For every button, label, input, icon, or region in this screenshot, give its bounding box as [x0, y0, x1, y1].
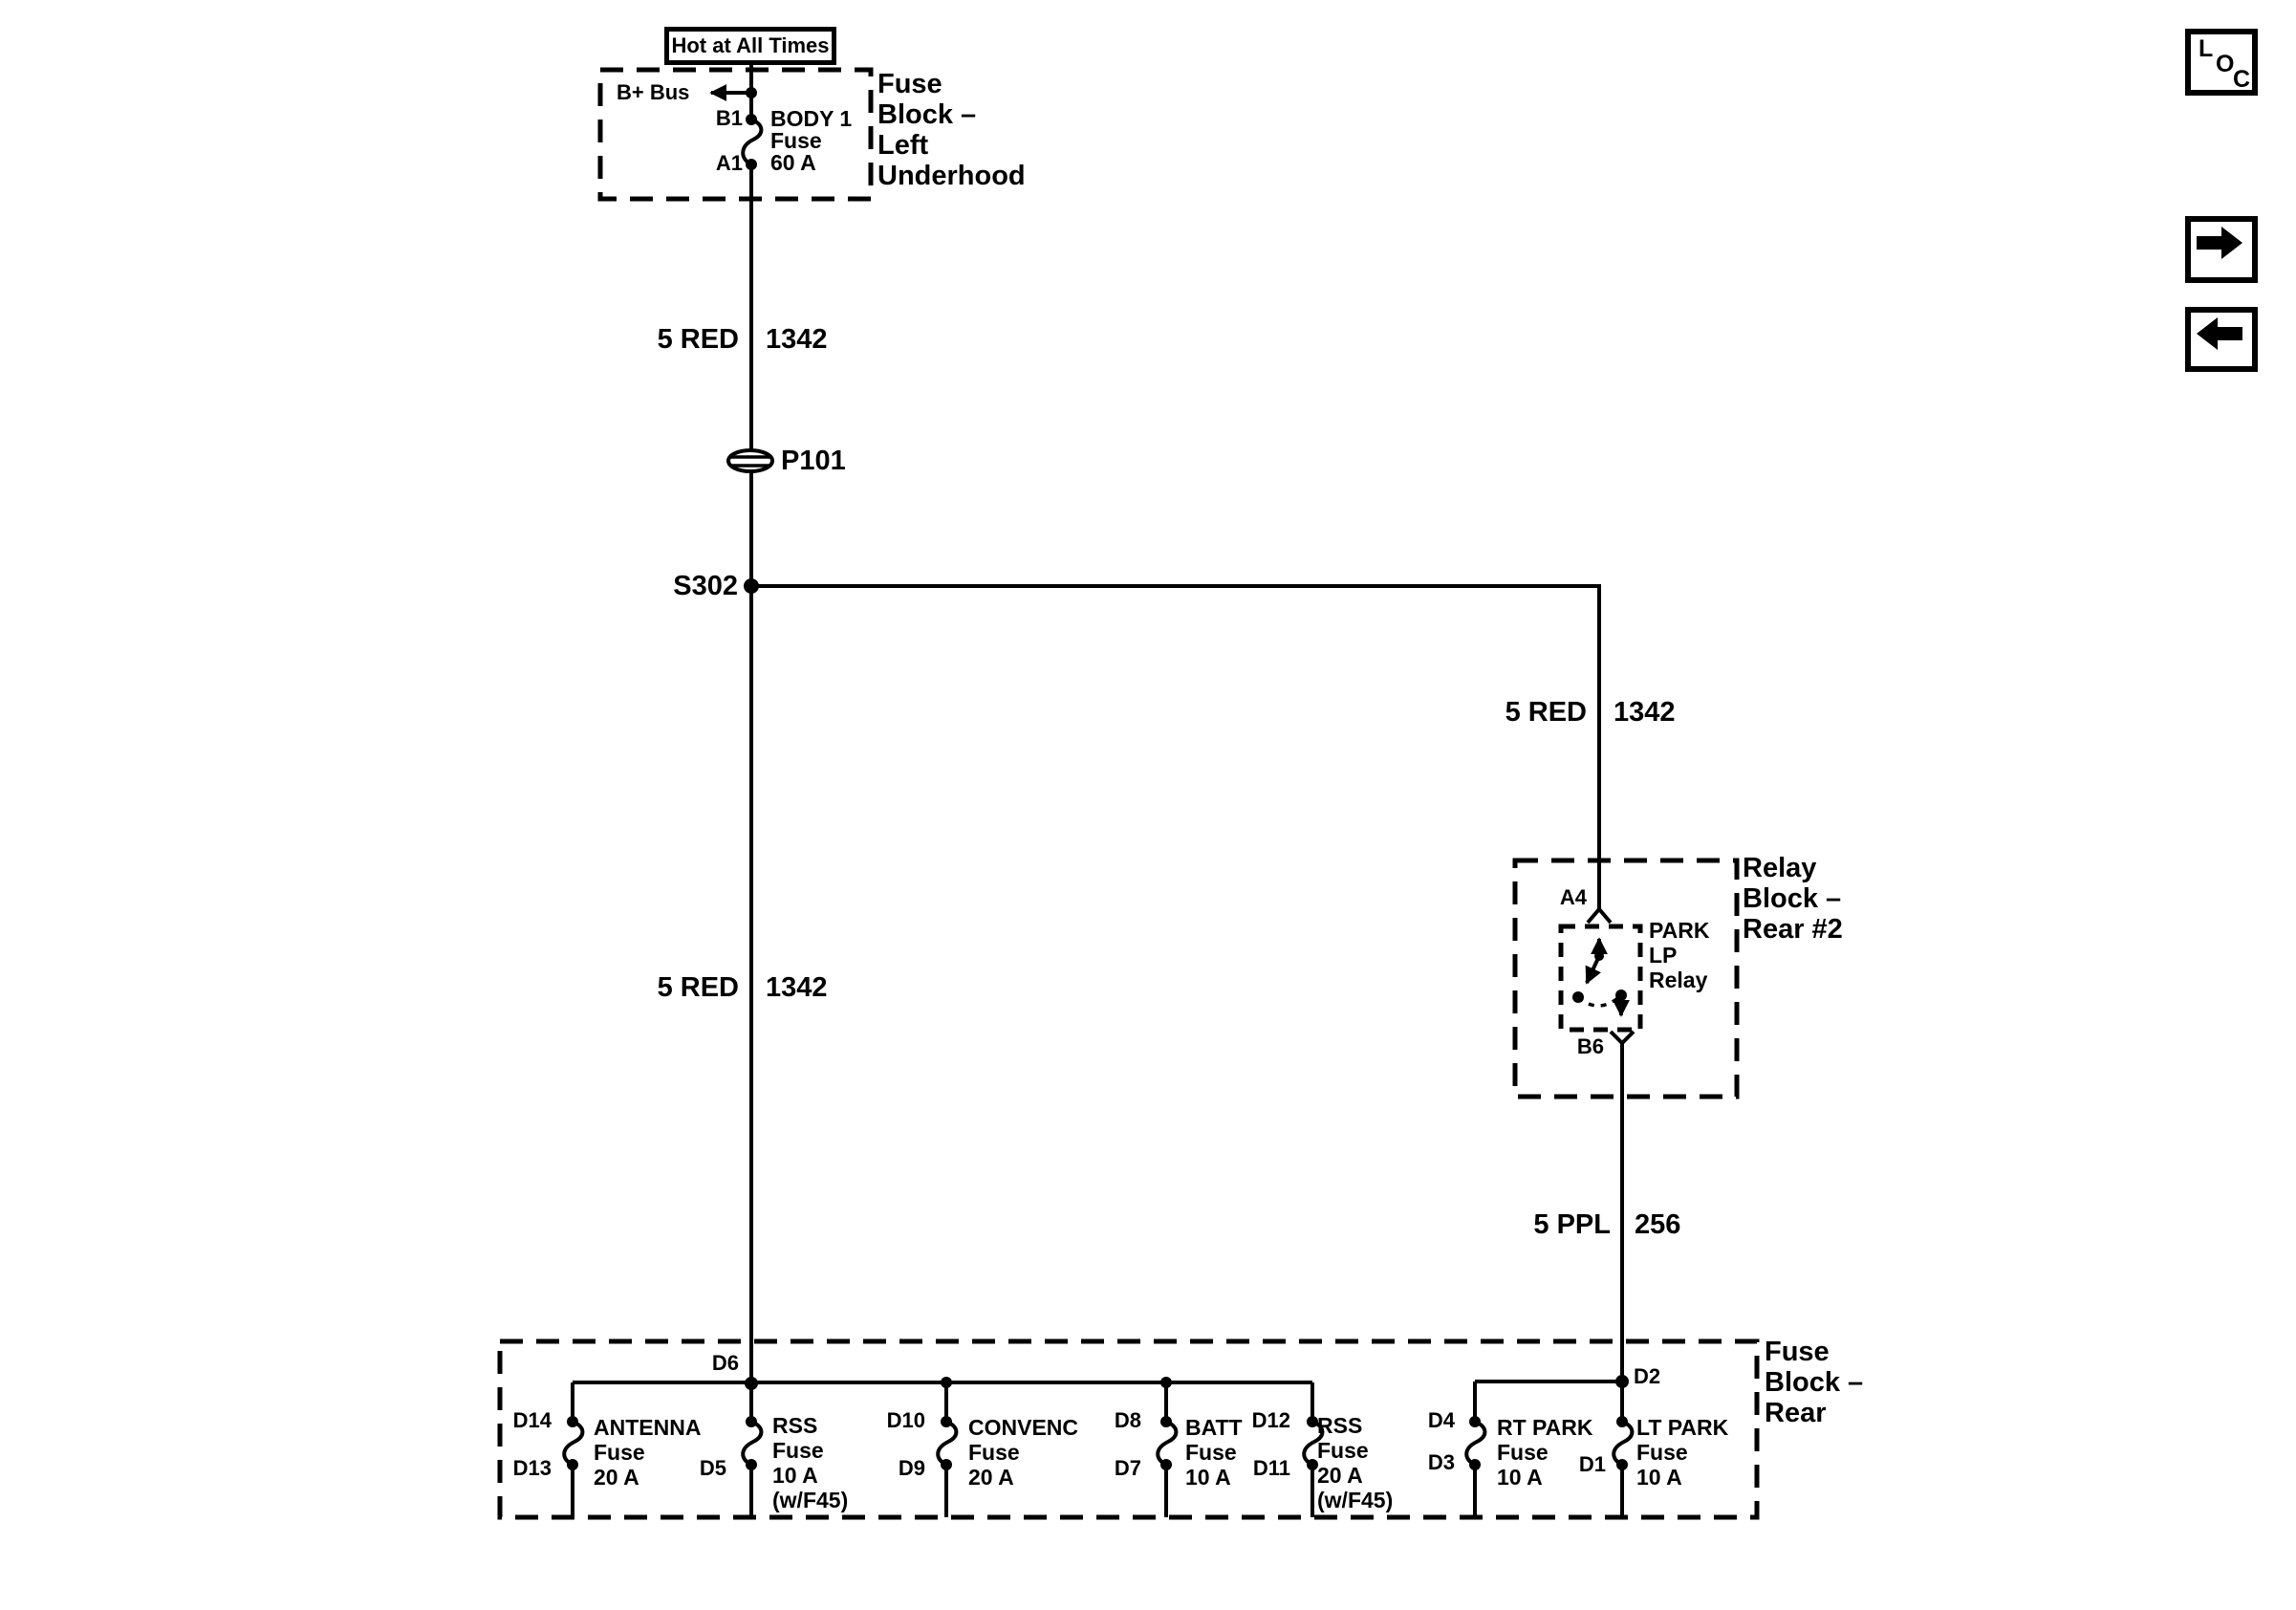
- antenna-fuse-element: [562, 1420, 585, 1467]
- terminal-a4-label: A4: [1559, 885, 1587, 909]
- b-plus-junction-dot: [746, 87, 757, 98]
- wire-label-ppl: 5 PPL: [1533, 1209, 1611, 1240]
- relay-contact-left-dot: [1572, 991, 1584, 1003]
- terminal-b1-label: B1: [715, 106, 743, 130]
- p101-connector-symbol: [726, 448, 774, 473]
- convenc-fuse-element: [936, 1420, 959, 1467]
- s302-splice-dot: [744, 578, 759, 594]
- circuit-label-red-top: 1342: [766, 324, 828, 355]
- p101-label: P101: [781, 446, 846, 476]
- terminal-d6-label: D6: [711, 1351, 739, 1375]
- loc-letter-l: L: [2199, 35, 2214, 62]
- ltpark-fuse-element: [1612, 1420, 1635, 1467]
- relay-block-name: Relay Block – Rear #2: [1743, 853, 1843, 945]
- convenc-junction-dot: [941, 1377, 952, 1388]
- terminal-d10-label: D10: [886, 1408, 925, 1432]
- antenna-fuse-label: ANTENNA Fuse 20 A: [594, 1415, 702, 1490]
- terminal-d5-label: D5: [699, 1456, 726, 1480]
- loc-letter-o: O: [2216, 51, 2235, 77]
- rss-10a-fuse-label: RSS Fuse 10 A (w/F45): [772, 1413, 849, 1512]
- circuit-label-ppl: 256: [1635, 1209, 1681, 1240]
- rear-block-name: Fuse Block – Rear: [1765, 1337, 1864, 1428]
- power-source-label: Hot at All Times: [671, 33, 830, 57]
- underhood-block-name: Fuse Block – Left Underhood: [877, 69, 1026, 191]
- d6-junction-dot: [745, 1377, 758, 1390]
- circuit-label-red-lower: 1342: [766, 972, 828, 1003]
- junction-dots: [567, 87, 1629, 1470]
- terminal-d8-label: D8: [1114, 1408, 1141, 1432]
- batt-fuse-element: [1156, 1420, 1179, 1467]
- batt-fuse-label: BATT Fuse 10 A: [1185, 1415, 1243, 1490]
- wire-label-red-top: 5 RED: [657, 324, 739, 355]
- rss1-fuse-element: [741, 1420, 764, 1467]
- terminal-d11-label: D11: [1252, 1456, 1290, 1480]
- relay-contact-right-dot: [1615, 990, 1627, 1001]
- wire-label-red-lower: 5 RED: [657, 972, 739, 1003]
- s302-label: S302: [673, 571, 738, 601]
- underhood-fuse-block-outline: [597, 67, 874, 202]
- terminal-d9-label: D9: [898, 1456, 925, 1480]
- body1-fuse-label: BODY 1 Fuse 60 A: [770, 106, 853, 175]
- b-plus-bus-label: B+ Bus: [617, 80, 690, 104]
- b1-terminal-dot: [746, 114, 757, 125]
- terminal-d12-label: D12: [1251, 1408, 1290, 1432]
- a4-connector-chevron: [1586, 905, 1613, 925]
- wires: [562, 64, 1635, 1517]
- b6-connector-chevron: [1609, 1030, 1635, 1046]
- terminal-a1-label: A1: [715, 151, 743, 175]
- rss2-fuse-element: [1302, 1420, 1325, 1467]
- power-source-box: Hot at All Times: [664, 27, 836, 65]
- loc-letter-c: C: [2233, 66, 2251, 93]
- terminal-d7-label: D7: [1114, 1456, 1141, 1480]
- terminal-d4-label: D4: [1427, 1408, 1455, 1432]
- rtpark-fuse-element: [1464, 1420, 1487, 1467]
- right-arrow-icon: [2197, 227, 2242, 259]
- terminal-b6-label: B6: [1576, 1034, 1604, 1058]
- terminal-d14-label: D14: [512, 1408, 552, 1432]
- a1-terminal-dot: [746, 159, 757, 170]
- wire-red-branch: [751, 584, 1601, 909]
- batt-junction-dot: [1160, 1377, 1172, 1388]
- loc-button[interactable]: L O C: [2185, 29, 2258, 96]
- rear-fuse-block-outline: [497, 1338, 1760, 1520]
- convenc-fuse-label: CONVENC Fuse 20 A: [968, 1415, 1079, 1490]
- rt-park-fuse-label: RT PARK Fuse 10 A: [1497, 1415, 1593, 1490]
- wire-label-red-branch: 5 RED: [1505, 697, 1587, 728]
- next-page-button[interactable]: [2185, 216, 2258, 283]
- terminal-d1-label: D1: [1578, 1452, 1606, 1476]
- park-lp-relay-outline: [1558, 924, 1643, 1033]
- back-page-button[interactable]: [2185, 307, 2258, 372]
- body1-fuse-element: [741, 118, 764, 166]
- terminal-d3-label: D3: [1427, 1450, 1455, 1474]
- lt-park-fuse-label: LT PARK Fuse 10 A: [1636, 1415, 1729, 1490]
- left-arrow-icon: [2197, 317, 2242, 350]
- circuit-label-red-branch: 1342: [1614, 697, 1676, 728]
- relay-throw-arc: [1576, 993, 1623, 1008]
- terminal-d13-label: D13: [512, 1456, 552, 1480]
- terminal-d2-label: D2: [1634, 1364, 1661, 1388]
- relay-block-outline: [1512, 858, 1740, 1099]
- relay-pivot-dot: [1594, 951, 1604, 961]
- park-lp-relay-label: PARK LP Relay: [1649, 918, 1710, 992]
- d2-junction-dot: [1615, 1375, 1629, 1388]
- relay-switch-arm: [1585, 955, 1601, 985]
- rss-20a-fuse-label: RSS Fuse 20 A (w/F45): [1317, 1413, 1394, 1512]
